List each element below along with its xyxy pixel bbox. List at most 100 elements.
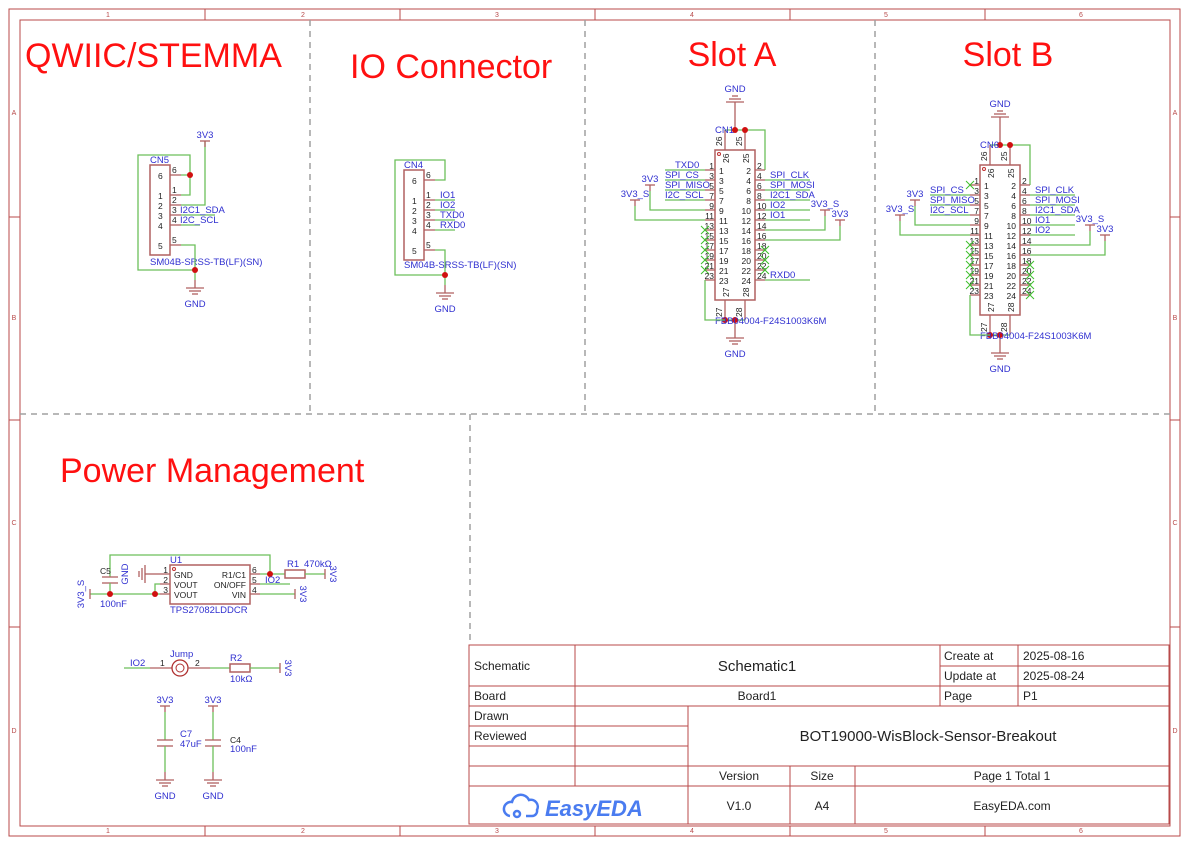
page-total: Page 1 Total 1 <box>974 769 1051 783</box>
power-net-label: 3V3_S <box>621 189 650 200</box>
pin-number: 21 <box>705 261 715 271</box>
create-at-label: Create at <box>944 649 994 663</box>
pin-name: 14 <box>742 226 752 236</box>
ground-icon <box>991 345 1009 360</box>
net-label: IO2 <box>440 200 455 211</box>
no-connect-mark <box>965 270 975 280</box>
net-label: I2C_SCL <box>930 205 969 216</box>
no-connect-mark <box>760 245 770 255</box>
ground-label: GND <box>724 84 745 95</box>
pin-name: 28 <box>741 287 751 297</box>
section-title-slot-b: Slot B <box>963 36 1054 74</box>
pin-name: 1 <box>158 191 163 201</box>
pin-name: 6 <box>412 176 417 186</box>
pin-number: 22 <box>757 261 767 271</box>
pin-name: 5 <box>984 201 989 211</box>
connector-body <box>403 169 425 261</box>
pin-number: 18 <box>1022 256 1032 266</box>
pin-name: 5 <box>158 241 163 251</box>
pin-name: 25 <box>1006 168 1016 178</box>
pin-name: 22 <box>742 266 752 276</box>
pin-name: 4 <box>412 226 417 236</box>
net-label: TXD0 <box>440 210 464 221</box>
column-marker: 2 <box>301 828 305 835</box>
pin-name: 9 <box>719 206 724 216</box>
pin-name: 10 <box>1007 221 1017 231</box>
pin-number: 16 <box>757 231 767 241</box>
junction-dot <box>187 172 193 178</box>
pin-number: 7 <box>709 191 714 201</box>
pin-name: 2 <box>158 201 163 211</box>
pin-number: 3 <box>172 205 177 215</box>
pin-name: 6 <box>1011 201 1016 211</box>
ground-icon <box>138 565 146 583</box>
pin-name: 3 <box>984 191 989 201</box>
net-label: SPI_MOSI <box>1035 195 1080 206</box>
capacitor-value: 47uF <box>180 739 202 750</box>
pin-name: 19 <box>719 256 729 266</box>
ground-label: GND <box>202 791 223 802</box>
pin-number: 3 <box>426 210 431 220</box>
schematic-label: Schematic <box>474 659 530 673</box>
pin-number: 25 <box>999 151 1009 161</box>
pin-number: 2 <box>426 200 431 210</box>
wire <box>1010 144 1031 185</box>
pin-name: 16 <box>1007 251 1017 261</box>
no-connect-icon <box>1025 260 1035 270</box>
section-dividers <box>20 20 1170 645</box>
pin-number: 5 <box>974 196 979 206</box>
net-label: IO2 <box>770 200 785 211</box>
board-name: Board1 <box>738 689 777 703</box>
column-marker: 1 <box>106 828 110 835</box>
row-marker: C <box>11 520 16 527</box>
pin-number: 25 <box>734 136 744 146</box>
jumper-icon[interactable] <box>171 659 189 677</box>
pin-name: 8 <box>746 196 751 206</box>
pin-number: 10 <box>757 201 767 211</box>
pin-number: 5 <box>172 235 177 245</box>
part-number: SM04B-SRSS-TB(LF)(SN) <box>150 257 262 268</box>
pin-number: 17 <box>705 241 715 251</box>
power-net-label: 3V3_S <box>886 204 915 215</box>
drawn-label: Drawn <box>474 709 509 723</box>
pin-name: 7 <box>719 196 724 206</box>
pin-name: 20 <box>1007 271 1017 281</box>
pin-number: 2 <box>172 195 177 205</box>
pin-number: 1 <box>163 565 168 575</box>
pin-name: 23 <box>719 276 729 286</box>
power-net-label: 3V3 <box>157 695 174 706</box>
pin-name: 18 <box>742 246 752 256</box>
net-label: SPI_CS <box>665 170 699 181</box>
pin-name: 16 <box>742 236 752 246</box>
pin-number: 4 <box>1022 186 1027 196</box>
power-net-label: 3V3 <box>197 130 214 141</box>
r2-resistor <box>229 663 251 673</box>
junction-dot <box>152 591 158 597</box>
power-net-label: 3V3 <box>1097 224 1114 235</box>
pin-name: 2 <box>412 206 417 216</box>
row-marker: D <box>11 728 16 735</box>
capacitor-value: 100nF <box>100 599 127 610</box>
pin-name: 6 <box>158 171 163 181</box>
section-title-io-connector: IO Connector <box>350 48 552 86</box>
slot-a-connector-cn1: 26262525GNDCN127272828GNDFBB04004-F24S10… <box>621 84 849 360</box>
pin-number: 2 <box>1022 176 1027 186</box>
no-connect-icon <box>965 250 975 260</box>
pin-number: 20 <box>1022 266 1032 276</box>
pin-name: VOUT <box>174 580 198 590</box>
pin-number: 4 <box>252 585 257 595</box>
power-net-label: 3V3 <box>205 695 222 706</box>
no-connect-mark <box>965 240 975 250</box>
pin-number: 10 <box>1022 216 1032 226</box>
reference-designator: CN4 <box>404 160 423 171</box>
no-connect-mark <box>700 245 710 255</box>
no-connect-mark <box>760 265 770 275</box>
pin-number: 16 <box>1022 246 1032 256</box>
reference-designator: R2 <box>230 653 242 664</box>
ground-icon <box>156 772 174 787</box>
net-label: IO2 <box>1035 225 1050 236</box>
r1-resistor <box>284 569 306 579</box>
wire <box>765 226 841 241</box>
